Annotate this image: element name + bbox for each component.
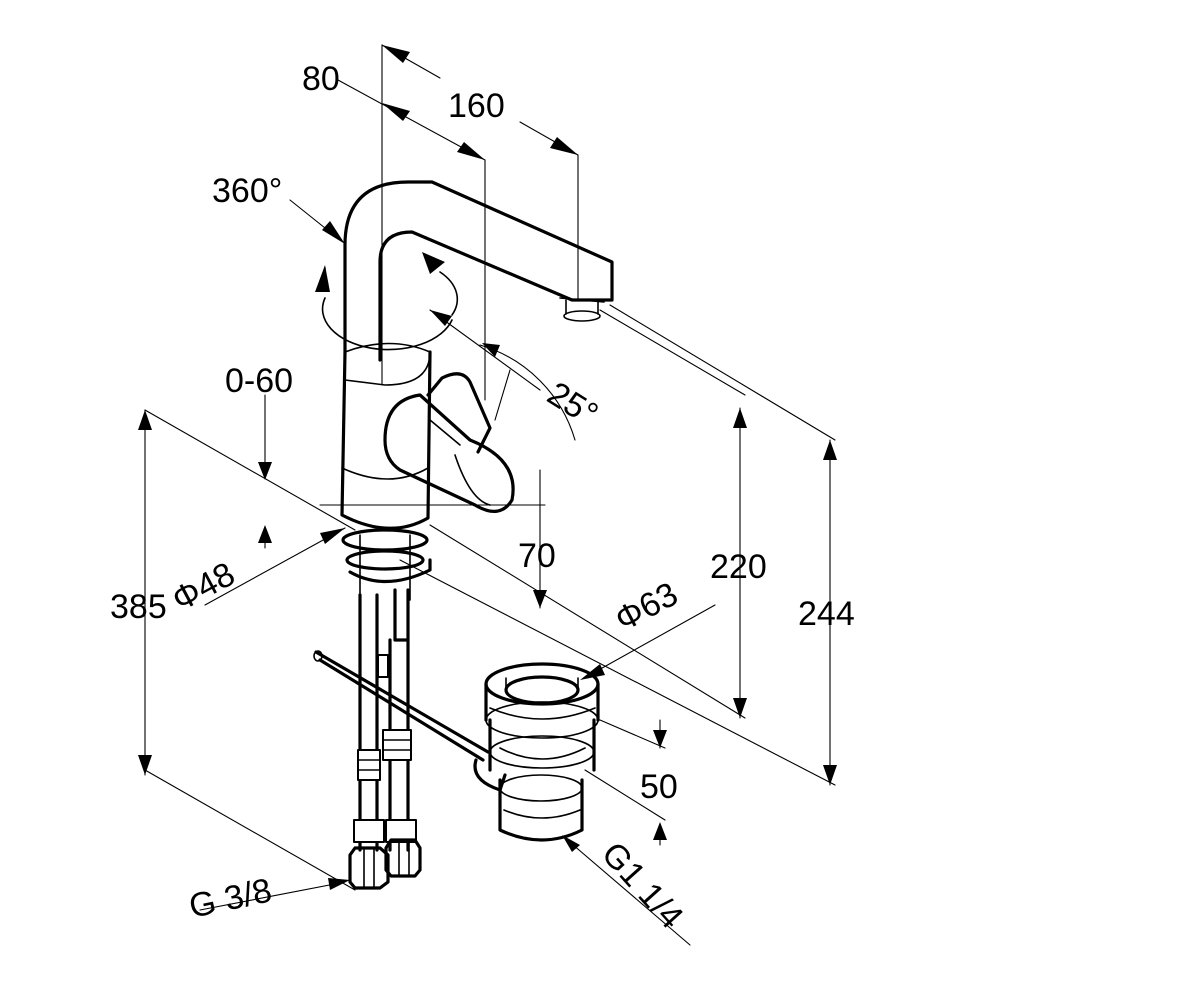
dimension-labels: 80 160 360° 25° 0-60 385 Φ48 70 Φ63 220 …	[110, 60, 855, 936]
dimension-lines	[138, 44, 837, 946]
faucet-body	[340, 180, 614, 530]
dimension-lever-depth: 70	[518, 537, 556, 575]
dimension-drain-diameter: Φ63	[609, 575, 684, 639]
dimension-reach-160: 160	[448, 87, 505, 125]
waste-drain	[473, 662, 600, 842]
dimension-total-height: 244	[798, 595, 855, 633]
dimension-lever-angle: 25°	[541, 375, 605, 434]
dimension-pop-up-range: 0-60	[225, 362, 293, 400]
dimension-connection-hoses: G 3/8	[186, 871, 275, 925]
dimension-base-diameter: Φ48	[166, 555, 241, 619]
dimension-swivel: 360°	[212, 172, 282, 210]
dimension-drain-height: 50	[640, 768, 678, 806]
dimension-reach-80: 80	[302, 60, 340, 98]
dimension-drain-thread: G1 1/4	[594, 835, 691, 936]
dimension-height-385: 385	[110, 588, 167, 626]
faucet-mounting	[341, 528, 432, 642]
dimension-spout-height: 220	[710, 548, 767, 586]
swivel-symbol	[315, 252, 459, 351]
pop-up-rod	[313, 650, 490, 762]
supply-hoses	[348, 593, 422, 890]
